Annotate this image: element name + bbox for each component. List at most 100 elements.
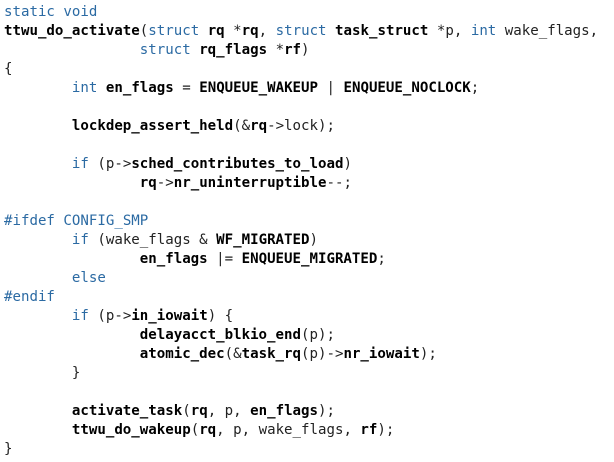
code-text: ); (377, 422, 395, 438)
code-keyword: struct (275, 23, 327, 39)
code-identifier: ENQUEUE_NOCLOCK (343, 80, 471, 96)
code-keyword: else (71, 270, 106, 286)
code-identifier: activate_task (71, 403, 183, 419)
code-line: ​ (4, 136, 610, 155)
code-text (4, 422, 72, 438)
code-text: } (4, 441, 13, 457)
code-text: * (267, 42, 285, 58)
code-text (4, 270, 72, 286)
code-identifier: ENQUEUE_MIGRATED (241, 251, 378, 267)
code-text (97, 80, 106, 96)
code-identifier: in_iowait (131, 308, 208, 324)
code-line: ​ (4, 383, 610, 402)
code-identifier: rq (250, 118, 268, 134)
code-identifier: rq (139, 175, 157, 191)
code-line: ​ (4, 193, 610, 212)
code-text: wake_flags, (496, 23, 599, 39)
code-text: |= (207, 251, 242, 267)
code-text: { (4, 61, 13, 77)
code-identifier: ttwu_do_activate (4, 23, 140, 39)
code-line: delayacct_blkio_end(p); (4, 326, 610, 345)
code-text: ) (301, 42, 310, 58)
code-text: (& (224, 346, 242, 362)
code-text: ); (419, 346, 437, 362)
code-line: if (wake_flags & WF_MIGRATED) (4, 231, 610, 250)
code-identifier: rf (360, 422, 378, 438)
code-text: --; (326, 175, 352, 191)
code-line: else (4, 269, 610, 288)
code-keyword: if (71, 308, 89, 324)
code-text: *p, (428, 23, 471, 39)
code-identifier: rq (199, 422, 217, 438)
code-identifier: task_rq (241, 346, 302, 362)
code-line: lockdep_assert_held(&rq->lock); (4, 117, 610, 136)
code-text: (p-> (88, 156, 132, 172)
code-line: en_flags |= ENQUEUE_MIGRATED; (4, 250, 610, 269)
code-identifier: ENQUEUE_WAKEUP (199, 80, 319, 96)
code-identifier: rq (207, 23, 225, 39)
code-line: activate_task(rq, p, en_flags); (4, 402, 610, 421)
code-text: ) (343, 156, 352, 172)
code-text (4, 42, 140, 58)
code-text: ( (190, 422, 200, 438)
code-identifier: rq_flags (199, 42, 268, 58)
code-text (4, 403, 72, 419)
code-keyword: struct (139, 42, 191, 58)
code-identifier: lockdep_assert_held (71, 118, 234, 134)
code-line: ttwu_do_activate(struct rq *rq, struct t… (4, 22, 610, 41)
code-identifier: nr_uninterruptible (173, 175, 327, 191)
code-line: static void (4, 3, 610, 22)
code-text: ->lock); (267, 118, 335, 134)
code-text: ( (182, 403, 191, 419)
code-text (4, 156, 72, 172)
code-identifier: en_flags (105, 80, 174, 96)
code-line: ​ (4, 98, 610, 117)
code-keyword: int (470, 23, 497, 39)
code-identifier: delayacct_blkio_end (139, 327, 301, 343)
code-identifier: atomic_dec (139, 346, 225, 362)
code-text: , p, wake_flags, (216, 422, 361, 438)
code-keyword: CONFIG_SMP (63, 213, 149, 229)
code-line: struct rq_flags *rf) (4, 41, 610, 60)
code-text (4, 308, 72, 324)
code-line: int en_flags = ENQUEUE_WAKEUP | ENQUEUE_… (4, 79, 610, 98)
code-text (191, 42, 200, 58)
code-text: (wake_flags & (88, 232, 217, 248)
code-text: ) { (207, 308, 234, 324)
code-keyword: #ifdef (4, 213, 55, 229)
code-keyword: #endif (4, 289, 55, 305)
code-line: #endif (4, 288, 610, 307)
code-text (199, 23, 208, 39)
code-text (4, 175, 140, 191)
code-text: (& (233, 118, 251, 134)
code-text: (p-> (88, 308, 132, 324)
code-text: -> (156, 175, 174, 191)
code-text: , p, (207, 403, 251, 419)
code-text: ; (377, 251, 386, 267)
code-line: ttwu_do_wakeup(rq, p, wake_flags, rf); (4, 421, 610, 440)
code-identifier: ttwu_do_wakeup (71, 422, 191, 438)
code-text: } (4, 365, 81, 381)
code-keyword: struct (148, 23, 200, 39)
code-text: = (173, 80, 200, 96)
code-text: * (224, 23, 242, 39)
code-line: } (4, 364, 610, 383)
code-identifier: rq (190, 403, 208, 419)
code-text (4, 232, 72, 248)
code-text: ; (470, 80, 480, 96)
code-keyword: static void (4, 4, 98, 20)
code-line: atomic_dec(&task_rq(p)->nr_iowait); (4, 345, 610, 364)
code-line: if (p->in_iowait) { (4, 307, 610, 326)
code-text: ) (309, 232, 319, 248)
code-identifier: WF_MIGRATED (216, 232, 310, 248)
code-identifier: en_flags (250, 403, 319, 419)
code-line: { (4, 60, 610, 79)
code-identifier: rf (284, 42, 302, 58)
code-identifier: task_struct (335, 23, 429, 39)
code-keyword: if (71, 232, 89, 248)
code-identifier: en_flags (139, 251, 208, 267)
code-line: if (p->sched_contributes_to_load) (4, 155, 610, 174)
code-text: (p); (300, 327, 335, 343)
code-keyword: int (71, 80, 98, 96)
code-text: ); (318, 403, 335, 419)
